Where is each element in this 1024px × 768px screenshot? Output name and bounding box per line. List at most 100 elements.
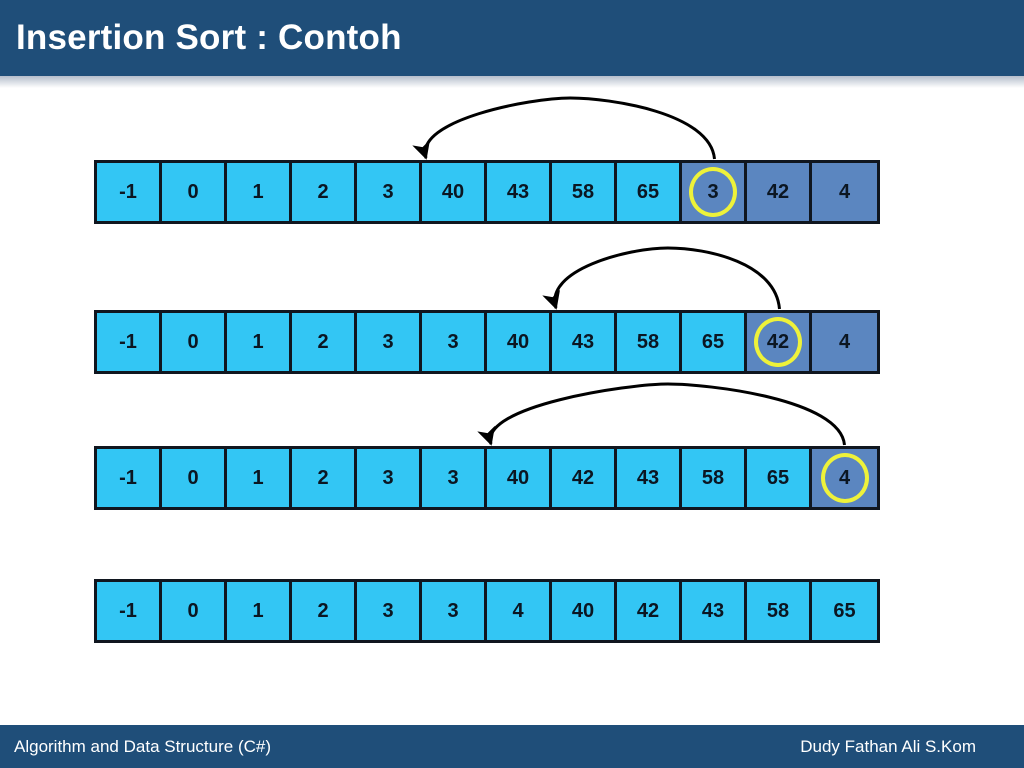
array-cell: 3 bbox=[682, 163, 747, 221]
array-cell-value: 65 bbox=[766, 467, 790, 489]
array-cell-value: 40 bbox=[506, 331, 530, 353]
array-cell-value: 0 bbox=[187, 600, 199, 622]
array-cell-value: 58 bbox=[701, 467, 725, 489]
array-row: -1 0 1 2 3 3 40 43 58 65 42 4 bbox=[94, 310, 880, 374]
array-cell-value: 65 bbox=[833, 600, 856, 622]
array-cell-value: -1 bbox=[119, 331, 137, 353]
array-cell: 42 bbox=[552, 449, 617, 507]
array-cell-value: 40 bbox=[571, 600, 595, 622]
array-cell-value: 3 bbox=[382, 600, 394, 622]
footer-author-label: Dudy Fathan Ali S.Kom bbox=[800, 736, 976, 756]
array-cell: 0 bbox=[162, 449, 227, 507]
array-cell-value: 0 bbox=[187, 181, 199, 203]
array-cell-value: 0 bbox=[187, 467, 199, 489]
array-cell-value: 42 bbox=[766, 331, 790, 353]
array-cell-value: 40 bbox=[506, 467, 530, 489]
array-cell: 42 bbox=[617, 582, 682, 640]
array-cell-value: 1 bbox=[252, 600, 264, 622]
array-cell: -1 bbox=[97, 449, 162, 507]
array-cell: 1 bbox=[227, 163, 292, 221]
array-cell: 0 bbox=[162, 163, 227, 221]
array-cell: 1 bbox=[227, 313, 292, 371]
array-cell: 0 bbox=[162, 313, 227, 371]
array-cell: 40 bbox=[487, 313, 552, 371]
array-cell-value: 43 bbox=[571, 331, 595, 353]
array-cell: 58 bbox=[552, 163, 617, 221]
array-cell: 0 bbox=[162, 582, 227, 640]
array-cell-value: 3 bbox=[382, 467, 394, 489]
array-cell: 65 bbox=[812, 582, 877, 640]
array-cell: 1 bbox=[227, 582, 292, 640]
array-cell: 4 bbox=[812, 449, 877, 507]
array-cell: 40 bbox=[487, 449, 552, 507]
array-cell-value: 3 bbox=[382, 181, 394, 203]
page-title: Insertion Sort : Contoh bbox=[16, 18, 402, 57]
insertion-arrow-icon bbox=[477, 382, 846, 446]
array-cell-value: 1 bbox=[252, 467, 264, 489]
array-cell-value: 43 bbox=[636, 467, 660, 489]
array-cell-value: 2 bbox=[317, 181, 329, 203]
array-cell: 58 bbox=[617, 313, 682, 371]
array-cell-value: -1 bbox=[119, 467, 137, 489]
array-cell: 65 bbox=[747, 449, 812, 507]
array-cell-value: 3 bbox=[447, 331, 459, 353]
array-cell-value: 2 bbox=[317, 331, 329, 353]
array-cell-value: 42 bbox=[571, 467, 595, 489]
array-cell: 43 bbox=[552, 313, 617, 371]
array-cell: 3 bbox=[357, 449, 422, 507]
array-cell-value: 0 bbox=[187, 331, 199, 353]
array-cell-value: 65 bbox=[636, 181, 660, 203]
array-cell-value: 4 bbox=[838, 181, 851, 203]
array-cell-value: 3 bbox=[382, 331, 394, 353]
array-cell-value: 42 bbox=[636, 600, 660, 622]
array-cell: 3 bbox=[422, 582, 487, 640]
array-cell-value: 4 bbox=[838, 331, 851, 353]
array-cell: 2 bbox=[292, 163, 357, 221]
array-cell: 43 bbox=[487, 163, 552, 221]
array-cell: 2 bbox=[292, 449, 357, 507]
array-cell: 43 bbox=[617, 449, 682, 507]
array-cell-value: -1 bbox=[119, 181, 137, 203]
array-cell-value: 3 bbox=[447, 600, 459, 622]
array-cell: 65 bbox=[617, 163, 682, 221]
array-cell-value: 40 bbox=[441, 181, 465, 203]
array-cell-value: 4 bbox=[512, 600, 524, 622]
array-cell: 42 bbox=[747, 163, 812, 221]
array-cell: 4 bbox=[487, 582, 552, 640]
array-row: -1 0 1 2 3 3 40 42 43 58 65 4 bbox=[94, 446, 880, 510]
array-row: -1 0 1 2 3 3 4 40 42 43 58 65 bbox=[94, 579, 880, 643]
array-cell: 1 bbox=[227, 449, 292, 507]
array-cell: 3 bbox=[357, 163, 422, 221]
array-cell-value: 42 bbox=[766, 181, 790, 203]
array-cell-value: 1 bbox=[252, 181, 264, 203]
array-cell-value: 43 bbox=[701, 600, 725, 622]
array-cell-value: -1 bbox=[119, 600, 137, 622]
array-cell: 2 bbox=[292, 582, 357, 640]
array-cell: 3 bbox=[357, 313, 422, 371]
array-cell: 3 bbox=[422, 449, 487, 507]
array-cell: 58 bbox=[682, 449, 747, 507]
array-cell: 40 bbox=[422, 163, 487, 221]
array-cell: 43 bbox=[682, 582, 747, 640]
array-cell: 4 bbox=[812, 163, 877, 221]
array-cell-value: 1 bbox=[252, 331, 264, 353]
array-cell: 42 bbox=[747, 313, 812, 371]
array-cell: 3 bbox=[357, 582, 422, 640]
array-cell-value: 2 bbox=[317, 600, 329, 622]
header-shadow-divider bbox=[0, 76, 1024, 88]
array-cell: 58 bbox=[747, 582, 812, 640]
array-cell: -1 bbox=[97, 582, 162, 640]
array-cell: 65 bbox=[682, 313, 747, 371]
array-cell-value: 3 bbox=[447, 467, 459, 489]
array-cell: -1 bbox=[97, 163, 162, 221]
footer-course-label: Algorithm and Data Structure (C#) bbox=[14, 736, 271, 756]
array-cell: 4 bbox=[812, 313, 877, 371]
slide-footer: Algorithm and Data Structure (C#) Dudy F… bbox=[0, 725, 1024, 768]
array-cell-value: 58 bbox=[636, 331, 660, 353]
array-cell-value: 4 bbox=[838, 467, 851, 489]
array-cell: 3 bbox=[422, 313, 487, 371]
insertion-arrow-icon bbox=[412, 96, 716, 160]
array-cell: 40 bbox=[552, 582, 617, 640]
